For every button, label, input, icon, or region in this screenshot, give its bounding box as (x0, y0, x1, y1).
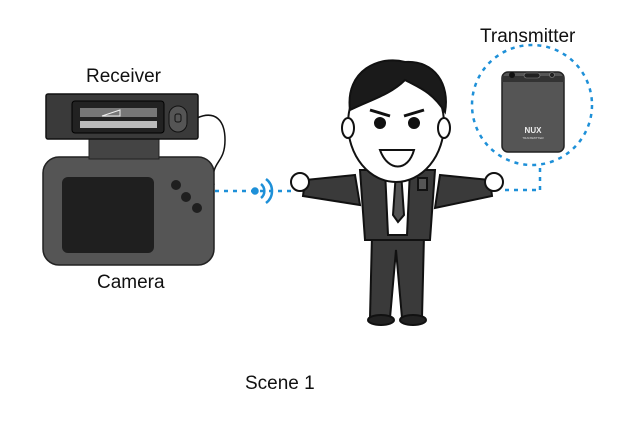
receiver (45, 93, 199, 160)
scene-caption: Scene 1 (245, 373, 315, 394)
transmitter-device: NUX TRANSMITTER (501, 71, 565, 153)
transmitter-label: Transmitter (480, 26, 576, 47)
transmitter-highlight-circle (470, 43, 594, 167)
camera (42, 156, 215, 266)
right-hand (484, 172, 504, 192)
clip-on-transmitter (417, 177, 428, 191)
camera-screen (62, 177, 154, 253)
camera-label: Camera (97, 272, 165, 293)
presenter-figure (290, 59, 504, 326)
wireless-icon (251, 178, 274, 204)
device-model-text: TRANSMITTER (522, 136, 544, 140)
nux-logo: NUX (525, 126, 543, 135)
left-hand (290, 172, 310, 192)
receiver-label: Receiver (86, 66, 161, 87)
